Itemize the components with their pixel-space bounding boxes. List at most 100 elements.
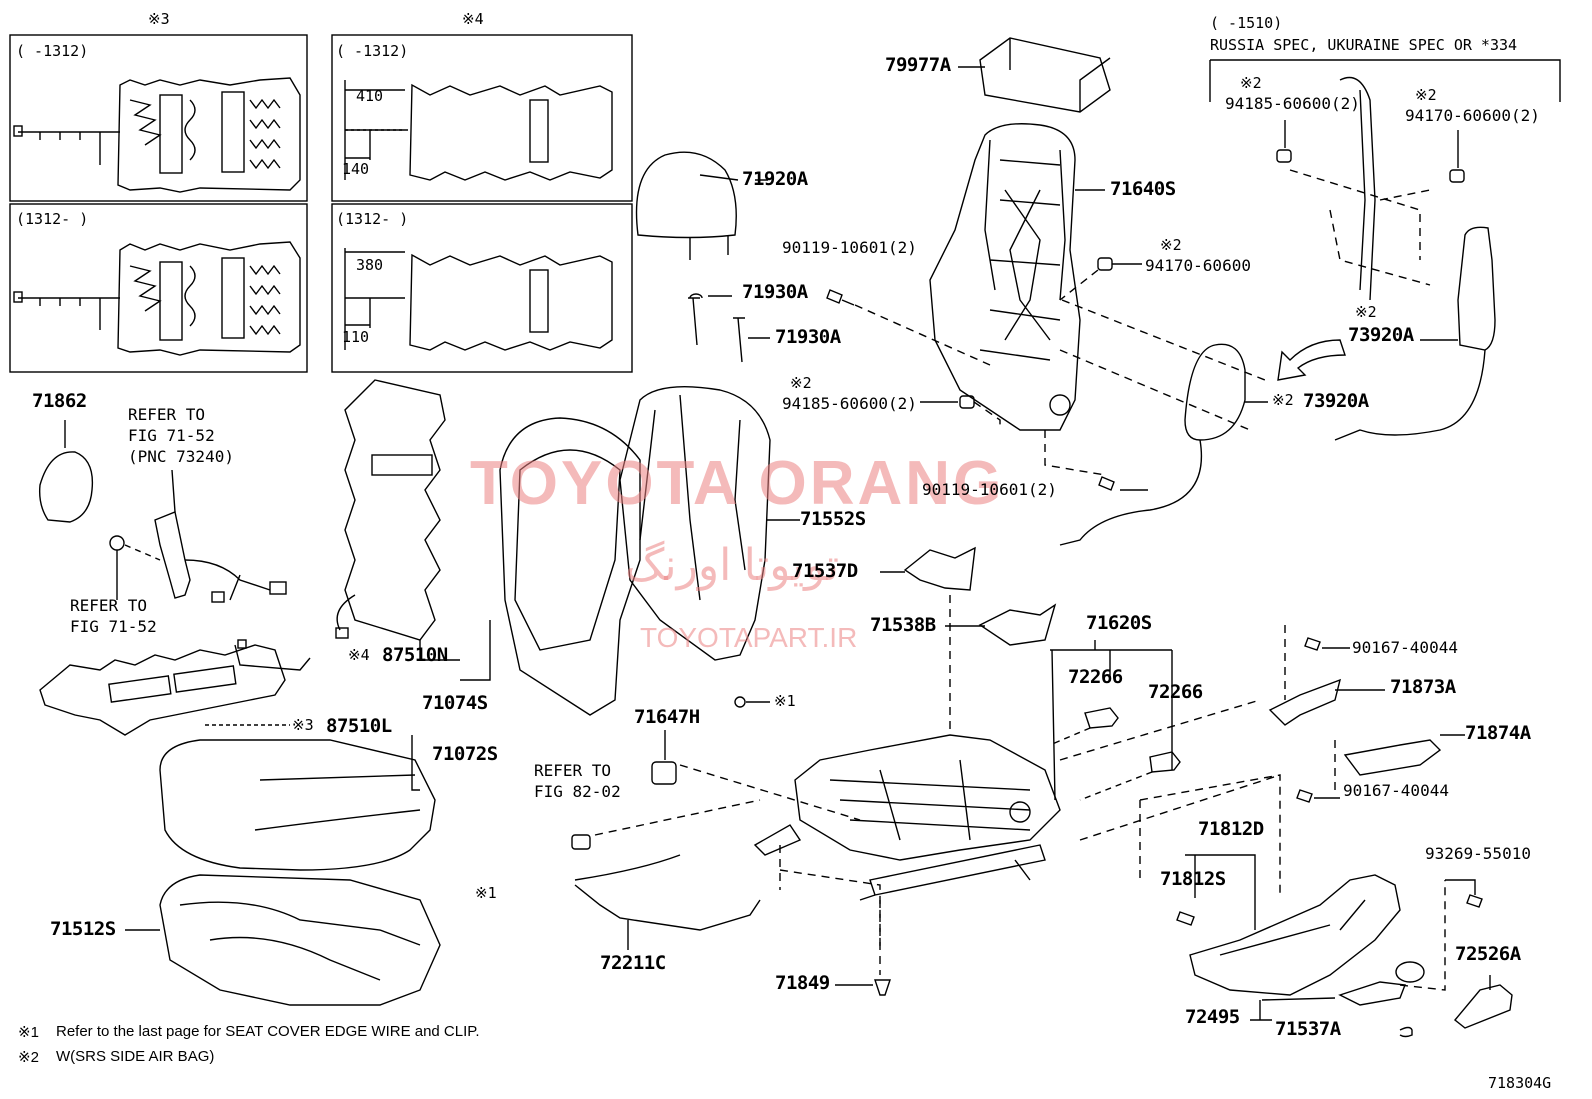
label-71074S[interactable]: 71074S xyxy=(422,692,488,714)
label-87510L[interactable]: 87510L xyxy=(326,715,392,737)
footnote-1-text: Refer to the last page for SEAT COVER ED… xyxy=(56,1023,480,1040)
refer-3-line2[interactable]: FIG 82-02 xyxy=(534,782,621,801)
bolt-90119-a xyxy=(826,289,855,306)
label-90167-b[interactable]: 90167-40044 xyxy=(1343,781,1449,800)
label-71930A-1[interactable]: 71930A xyxy=(742,281,808,303)
refer-1-line1: REFER TO xyxy=(128,405,206,424)
diagram-id: 718304G xyxy=(1488,1074,1552,1092)
nut-94170-b xyxy=(1449,169,1465,183)
inset-caption-4: (1312- ) xyxy=(336,210,409,228)
label-93269[interactable]: 93269-55010 xyxy=(1425,844,1531,863)
seatback-pad xyxy=(499,417,641,716)
bracket-71873A xyxy=(1268,678,1342,726)
refer-1-line3: (PNC 73240) xyxy=(128,447,234,466)
mark-1b: ※1 xyxy=(475,884,497,902)
headrest-guide-2 xyxy=(733,317,745,363)
mark-1a: ※1 xyxy=(774,692,796,710)
russia-note-line1: ( -1510) xyxy=(1210,14,1283,32)
label-71072S[interactable]: 71072S xyxy=(432,743,498,765)
headrest-guide-1 xyxy=(688,293,703,346)
cushion-cover xyxy=(159,739,436,871)
mark-2c: ※2 xyxy=(1240,74,1262,92)
label-73920A-2[interactable]: 73920A xyxy=(1303,390,1369,412)
back-pad-79977A xyxy=(979,37,1111,113)
install-arrow xyxy=(1277,339,1346,381)
refer-2-line2[interactable]: FIG 71-52 xyxy=(70,617,157,636)
dim-110: 110 xyxy=(342,328,370,346)
label-71537D[interactable]: 71537D xyxy=(792,560,858,582)
seatbelt-buckle xyxy=(154,511,191,599)
stopper-72266-b xyxy=(1149,751,1181,773)
cushion-heater xyxy=(39,644,286,736)
label-71552S[interactable]: 71552S xyxy=(800,508,866,530)
label-71920A[interactable]: 71920A xyxy=(742,168,808,190)
inset-mark-4: ※4 xyxy=(462,10,484,28)
label-71640S[interactable]: 71640S xyxy=(1110,178,1176,200)
inset-mark-3: ※3 xyxy=(148,10,170,28)
inset-box-2 xyxy=(331,34,633,202)
dim-140: 140 xyxy=(342,160,370,178)
label-94170-a[interactable]: 94170-60600 xyxy=(1145,256,1251,275)
refer-1-line2[interactable]: FIG 71-52 xyxy=(128,426,215,445)
label-94170-b[interactable]: 94170-60600(2) xyxy=(1405,106,1540,125)
label-90119-a[interactable]: 90119-10601(2) xyxy=(782,238,917,257)
watermark-main: TOYOTA ORANG xyxy=(470,449,1005,518)
inset-caption-3: (1312- ) xyxy=(16,210,89,228)
bracket-71538B xyxy=(978,603,1057,646)
lever-72211C xyxy=(574,854,761,931)
connector-82-02 xyxy=(571,834,591,850)
label-72495[interactable]: 72495 xyxy=(1185,1006,1240,1028)
label-71537A[interactable]: 71537A xyxy=(1275,1018,1341,1040)
nut-94170-a xyxy=(1097,257,1113,271)
mark-4: ※4 xyxy=(348,646,370,664)
refer-3-line1: REFER TO xyxy=(534,761,612,780)
mark-2a: ※2 xyxy=(1160,236,1182,254)
screw-93269 xyxy=(1466,894,1483,908)
label-79977A[interactable]: 79977A xyxy=(885,54,951,76)
label-71512S[interactable]: 71512S xyxy=(50,918,116,940)
label-71873A[interactable]: 71873A xyxy=(1390,676,1456,698)
label-72266-2[interactable]: 72266 xyxy=(1148,681,1203,703)
side-airbag-center xyxy=(1184,343,1246,441)
bolt-90119-b xyxy=(1098,476,1115,491)
pad-71862 xyxy=(38,451,94,523)
mark-2f: ※2 xyxy=(1272,391,1294,409)
label-73920A-1[interactable]: 73920A xyxy=(1348,324,1414,346)
refer-2-line1: REFER TO xyxy=(70,596,148,615)
nut-94185-b xyxy=(1276,149,1292,163)
bracket-71537D xyxy=(903,546,976,591)
screw-71812S xyxy=(1176,911,1195,926)
label-71620S[interactable]: 71620S xyxy=(1086,612,1152,634)
watermark-site: TOYOTAPART.IR xyxy=(640,622,858,653)
clip-71849 xyxy=(874,979,891,996)
label-71812D[interactable]: 71812D xyxy=(1198,818,1264,840)
label-71862[interactable]: 71862 xyxy=(32,390,87,412)
cap-71647H xyxy=(651,761,677,785)
mark-2b: ※2 xyxy=(790,374,812,392)
label-90119-b[interactable]: 90119-10601(2) xyxy=(922,480,1057,499)
label-71849[interactable]: 71849 xyxy=(775,972,830,994)
headrest xyxy=(635,151,737,239)
label-71874A[interactable]: 71874A xyxy=(1465,722,1531,744)
label-87510N[interactable]: 87510N xyxy=(382,644,448,666)
inset-box-4 xyxy=(331,203,633,373)
bracket-71874A xyxy=(1343,739,1442,776)
label-71930A-2[interactable]: 71930A xyxy=(775,326,841,348)
label-72266-1[interactable]: 72266 xyxy=(1068,666,1123,688)
label-72526A[interactable]: 72526A xyxy=(1455,943,1521,965)
label-90167-a[interactable]: 90167-40044 xyxy=(1352,638,1458,657)
label-94185-b[interactable]: 94185-60600(2) xyxy=(1225,94,1360,113)
cover-72495 xyxy=(1338,981,1406,1006)
label-71538B[interactable]: 71538B xyxy=(870,614,936,636)
clip-refer-fig xyxy=(109,535,125,551)
side-airbag-right xyxy=(1457,226,1496,351)
label-72211C[interactable]: 72211C xyxy=(600,952,666,974)
seat-heater-mat-2 xyxy=(13,241,301,356)
footnote-2-mark: ※2 xyxy=(18,1049,39,1066)
label-71812S[interactable]: 71812S xyxy=(1160,868,1226,890)
seat-track-frame xyxy=(794,734,1061,861)
mark-3: ※3 xyxy=(292,716,314,734)
label-94185-a[interactable]: 94185-60600(2) xyxy=(782,394,917,413)
back-heater xyxy=(344,379,446,641)
label-71647H[interactable]: 71647H xyxy=(634,706,700,728)
